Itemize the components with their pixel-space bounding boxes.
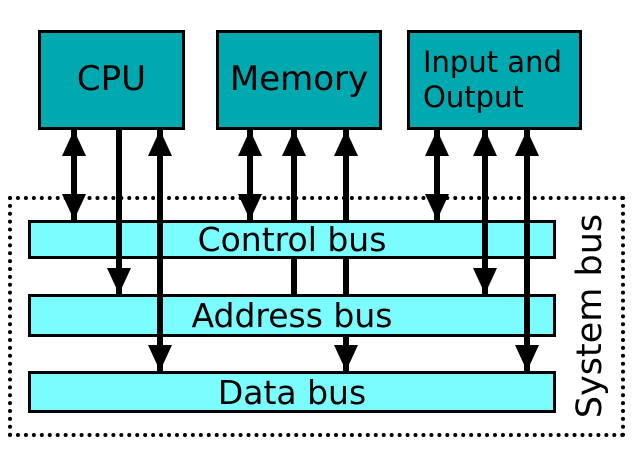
arrowhead-up-icon: [238, 130, 262, 156]
arrowhead-down-icon: [148, 345, 172, 371]
arrowhead-down-icon: [334, 345, 358, 371]
io-data-arrow: [515, 130, 539, 371]
memory-label: Memory: [229, 59, 369, 100]
cpu-box: CPU: [38, 30, 185, 130]
memory-address-arrow: [282, 130, 306, 294]
arrowhead-up-icon: [334, 130, 358, 156]
arrowhead-down-icon: [515, 345, 539, 371]
arrowhead-up-icon: [282, 130, 306, 156]
io-control-arrow: [425, 130, 449, 220]
io-address-arrow: [473, 130, 497, 294]
arrowhead-up-icon: [473, 130, 497, 156]
cpu-control-arrow: [62, 130, 86, 220]
cpu-data-arrow: [148, 130, 172, 371]
arrowhead-up-icon: [515, 130, 539, 156]
data-bus-label: Data bus: [217, 372, 367, 412]
arrowhead-up-icon: [425, 130, 449, 156]
control-bus-label: Control bus: [197, 220, 387, 259]
address-bus-bar: Address bus: [28, 294, 556, 337]
data-bus-bar: Data bus: [28, 371, 556, 413]
address-bus-label: Address bus: [191, 296, 393, 335]
arrowhead-down-icon: [425, 194, 449, 220]
memory-control-arrow: [238, 130, 262, 220]
cpu-address-arrow: [107, 130, 131, 294]
arrowhead-up-icon: [148, 130, 172, 156]
memory-box: Memory: [216, 30, 382, 130]
arrowhead-down-icon: [473, 268, 497, 294]
arrowhead-down-icon: [238, 194, 262, 220]
arrowhead-up-icon: [62, 130, 86, 156]
system-bus-label: System bus: [570, 213, 610, 419]
control-bus-bar: Control bus: [28, 220, 556, 259]
arrowhead-down-icon: [62, 194, 86, 220]
input-output-label: Input and Output: [423, 45, 562, 114]
arrowhead-down-icon: [107, 268, 131, 294]
input-output-box: Input and Output: [407, 30, 582, 130]
cpu-label: CPU: [76, 59, 147, 100]
system-bus-boundary: [8, 196, 625, 437]
